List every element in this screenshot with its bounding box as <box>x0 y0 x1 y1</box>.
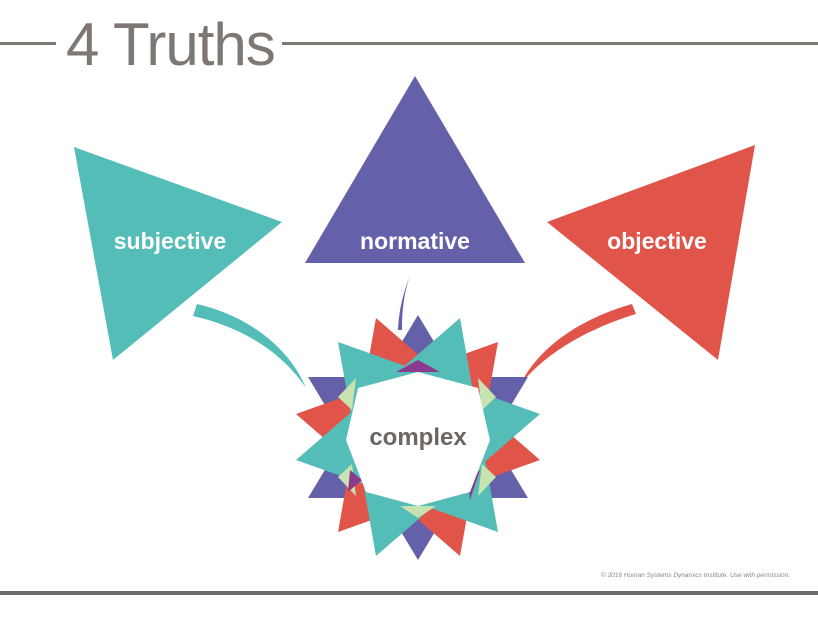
connector-normative <box>398 276 410 330</box>
subjective-triangle <box>74 147 282 360</box>
normative-triangle <box>305 76 525 263</box>
overlap-light-5 <box>400 506 436 518</box>
connector-objective <box>520 304 636 385</box>
overlap-light-2 <box>478 378 496 410</box>
objective-triangle <box>547 145 755 360</box>
overlap-light-1 <box>338 378 356 410</box>
normative-label: normative <box>360 228 470 254</box>
subjective-label: subjective <box>114 228 227 254</box>
overlap-dark-3 <box>348 470 362 492</box>
title-rule-left <box>0 42 56 45</box>
bottom-rule <box>0 591 818 595</box>
title-rule-right <box>282 42 818 45</box>
complex-label: complex <box>369 424 467 451</box>
star-center <box>346 372 490 506</box>
copyright-notice: © 2016 Human Systems Dynamics Institute.… <box>600 572 790 579</box>
overlap-dark-1 <box>396 360 440 372</box>
page-title: 4 Truths <box>66 11 276 78</box>
overlap-light-4 <box>478 464 496 496</box>
connector-subjective <box>193 304 306 388</box>
overlap-dark-2 <box>468 470 480 500</box>
complex-star <box>296 315 540 560</box>
objective-label: objective <box>607 228 707 254</box>
